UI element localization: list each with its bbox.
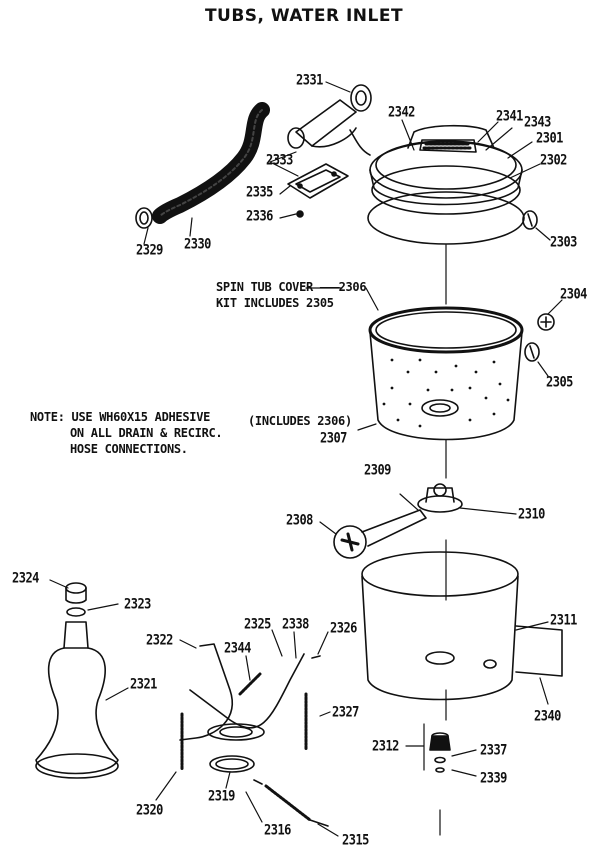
leader-2342 xyxy=(401,119,415,151)
adhesive-note-line1: NOTE: USE WH60X15 ADHESIVE xyxy=(30,410,211,424)
part-label: 2341 xyxy=(496,108,523,125)
washer-2337 xyxy=(434,756,446,764)
part-label: 2338 xyxy=(282,616,309,633)
leader-2309 xyxy=(399,493,419,511)
part-label: 2310 xyxy=(518,506,545,523)
leader-2340 xyxy=(539,677,549,705)
part-label: 2331 xyxy=(296,72,323,89)
leader-2305 xyxy=(537,361,549,377)
adhesive-note-line2: ON ALL DRAIN & RECIRC. xyxy=(70,426,223,440)
clip-2305 xyxy=(524,342,540,362)
includes-note: (INCLUDES 2306) xyxy=(248,414,352,428)
leader-2312 xyxy=(405,723,425,771)
leader-2331 xyxy=(325,81,351,93)
o-ring-2323 xyxy=(66,607,86,617)
gasket-2335 xyxy=(287,163,349,199)
part-label: 2302 xyxy=(540,152,567,169)
part-label: 2342 xyxy=(388,104,415,121)
spin-tub xyxy=(368,306,524,441)
part-label: 2336 xyxy=(246,208,273,225)
inlet-hose xyxy=(152,102,270,224)
part-label: 2316 xyxy=(264,822,291,839)
leader-cover xyxy=(477,121,541,179)
part-label: 2315 xyxy=(342,832,369,849)
leader-2303 xyxy=(535,227,551,241)
part-label: 2333 xyxy=(266,152,293,169)
leader-agitator xyxy=(49,579,129,701)
screw-2336 xyxy=(296,210,304,218)
leader-2310 xyxy=(459,507,517,515)
part-label: 2339 xyxy=(480,770,507,787)
leader-2333 xyxy=(269,151,299,177)
part-label: 2321 xyxy=(130,676,157,693)
part-label: 2335 xyxy=(246,184,273,201)
part-label: 2304 xyxy=(560,286,587,303)
part-label: 2308 xyxy=(286,512,313,529)
part-label: 2327 xyxy=(332,704,359,721)
part-label: 2340 xyxy=(534,708,561,725)
tub-panel-2340 xyxy=(515,625,563,677)
leader-2335-2336 xyxy=(279,185,297,219)
part-label: 2307 xyxy=(320,430,347,447)
spin-tub-cover-note-line1: SPIN TUB COVER ———2306 xyxy=(216,280,367,294)
part-label: 2337 xyxy=(480,742,507,759)
assembly-axis xyxy=(439,244,447,836)
leader-brake xyxy=(179,629,329,659)
pin-2326 xyxy=(311,655,321,659)
clip-2303 xyxy=(522,210,538,230)
part-label: 2324 xyxy=(12,570,39,587)
part-label: 2305 xyxy=(546,374,573,391)
spin-tub-cover-note-line2: KIT INCLUDES 2305 xyxy=(216,296,334,310)
part-label: 2322 xyxy=(146,632,173,649)
outer-tub xyxy=(361,551,519,701)
part-label: 2344 xyxy=(224,640,251,657)
agitator-2321 xyxy=(35,621,119,779)
part-label: 2323 xyxy=(124,596,151,613)
part-label: 2326 xyxy=(330,620,357,637)
part-label: 2301 xyxy=(536,130,563,147)
part-label: 2319 xyxy=(208,788,235,805)
part-label: 2312 xyxy=(372,738,399,755)
pump-nut-2312 xyxy=(429,732,451,751)
spanner-wrench-2308 xyxy=(333,509,427,559)
leader-2307 xyxy=(357,423,377,431)
spring-2344 xyxy=(238,672,262,696)
inlet-fitting xyxy=(287,84,372,156)
agitator-cap-2324 xyxy=(65,582,87,604)
part-label: 2309 xyxy=(364,462,391,479)
part-label: 2343 xyxy=(524,114,551,131)
screw-2304 xyxy=(537,313,555,331)
part-label: 2325 xyxy=(244,616,271,633)
brake-arm-2322 xyxy=(179,643,305,741)
drive-block xyxy=(417,483,463,513)
leader-2337-2339 xyxy=(451,749,477,777)
tub-gasket-2302 xyxy=(367,191,525,245)
part-label: 2311 xyxy=(550,612,577,629)
ring-2339 xyxy=(435,767,445,773)
diagram-title: TUBS, WATER INLET xyxy=(204,6,404,26)
leader-2304 xyxy=(547,299,563,315)
part-label: 2330 xyxy=(184,236,211,253)
leader-hose xyxy=(143,217,193,245)
part-label: 2303 xyxy=(550,234,577,251)
leader-springs xyxy=(245,655,331,717)
ring-2319 xyxy=(209,755,255,773)
leader-2311 xyxy=(515,621,549,631)
leader-2306 xyxy=(305,287,379,311)
leader-2308 xyxy=(319,521,337,535)
adhesive-note-line3: HOSE CONNECTIONS. xyxy=(70,442,188,456)
part-label: 2329 xyxy=(136,242,163,259)
leader-bottom xyxy=(155,771,339,837)
hose-clamp-2329 xyxy=(135,207,153,229)
tub-cover xyxy=(369,124,523,215)
spring-2315 xyxy=(253,779,329,827)
part-label: 2320 xyxy=(136,802,163,819)
